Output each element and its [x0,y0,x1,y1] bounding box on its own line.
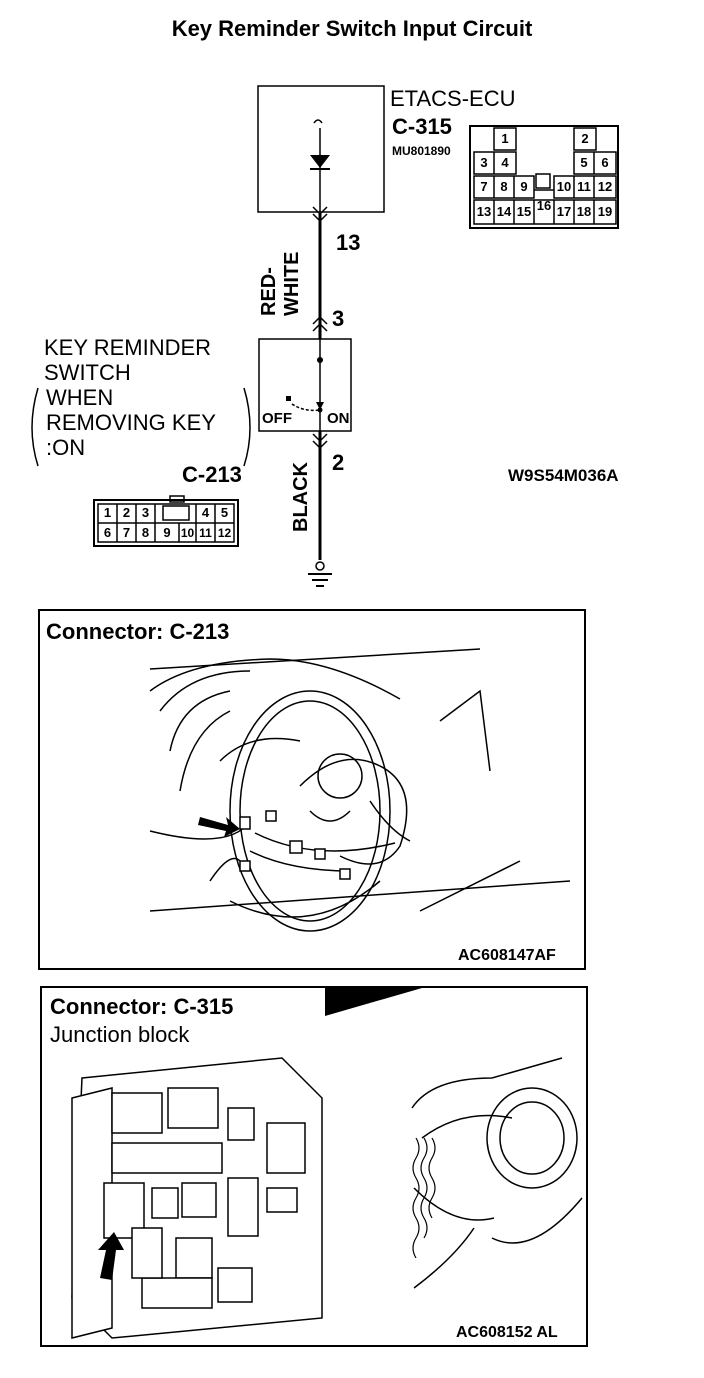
switch-off-label: OFF [262,410,292,427]
switch-pin: 5 [220,505,229,520]
ecu-pin: 12 [597,179,613,194]
ecu-pin: 7 [480,179,488,194]
ecu-pin: 19 [597,204,613,219]
diagram-code: W9S54M036A [508,466,619,485]
ecu-pin: 18 [576,204,592,219]
ecu-pin: 11 [577,179,591,194]
ecu-symbol [313,119,323,124]
switch-box [258,338,352,432]
connector-chevron-2 [312,433,328,450]
ecu-pin: 9 [520,179,528,194]
switch-pin: 11 [199,526,212,540]
switch-pin: 7 [122,525,131,540]
switch-label: SWITCH [44,360,131,385]
switch-label: KEY REMINDER [44,335,212,360]
ecu-name: ETACS-ECU [390,86,516,111]
arrow-icon [198,817,240,837]
pin-number-13: 13 [336,230,361,255]
ecu-pin: 17 [556,204,572,219]
ecu-pin: 1 [501,131,509,146]
switch-condition: WHEN [46,385,114,410]
ecu-pin: 8 [500,179,508,194]
junction-block-illustration [71,988,583,1339]
connector-c315-panel: Connector: C-315 Junction block [40,986,588,1347]
ecu-part-number: MU801890 [392,144,451,158]
switch-on-label: ON [327,410,350,427]
ecu-pin: 2 [581,131,589,146]
ecu-connector-id: C-315 [392,114,452,139]
switch-pin: 8 [141,525,150,540]
panel-subtitle: Junction block [50,1022,190,1047]
page-title: Key Reminder Switch Input Circuit [171,16,533,41]
wire-color-red-white: RED-WHITE [258,251,303,316]
connector-c213-panel: Connector: C-213 [38,609,586,970]
ecu-pin: 6 [601,155,609,170]
switch-pin: 10 [180,526,195,540]
switch-pin: 3 [141,505,150,520]
panel-title: Connector: C-213 [46,619,230,644]
ecu-pin: 16 [536,198,552,213]
switch-condition: REMOVING KEY [46,410,216,435]
switch-pin: 1 [103,505,112,520]
switch-pin: 12 [217,526,232,540]
switch-pin: 6 [103,525,112,540]
ecu-pin: 5 [580,155,588,170]
pointer-wedge [325,988,422,1016]
ecu-pin: 15 [516,204,532,219]
figure-code: AC608152 AL [456,1324,558,1341]
pin-number-2: 2 [332,450,345,475]
switch-pin: 2 [122,505,131,520]
figure-code: AC608147AF [458,947,556,964]
ecu-connector [469,125,619,229]
circuit-diagram [31,85,619,587]
switch-pin: 4 [201,505,210,520]
ecu-pin: 4 [501,155,509,170]
ecu-box [257,85,385,213]
diode-icon [310,155,330,168]
ecu-pin: 14 [496,204,512,219]
pin-number-3: 3 [332,306,345,331]
switch-connector-id: C-213 [182,462,242,487]
ecu-pin: 3 [480,155,488,170]
connector-chevron-3 [312,315,328,332]
switch-condition: :ON [46,435,86,460]
ecu-pin: 10 [556,179,572,194]
ecu-pin: 13 [476,204,492,219]
switch-pin: 9 [163,525,171,540]
arrow-icon [98,1232,124,1280]
steering-wheel-illustration [149,648,571,932]
panel-title: Connector: C-315 [50,994,234,1019]
wire-color-black: BLACK [290,462,312,532]
switch-connector [93,499,239,547]
